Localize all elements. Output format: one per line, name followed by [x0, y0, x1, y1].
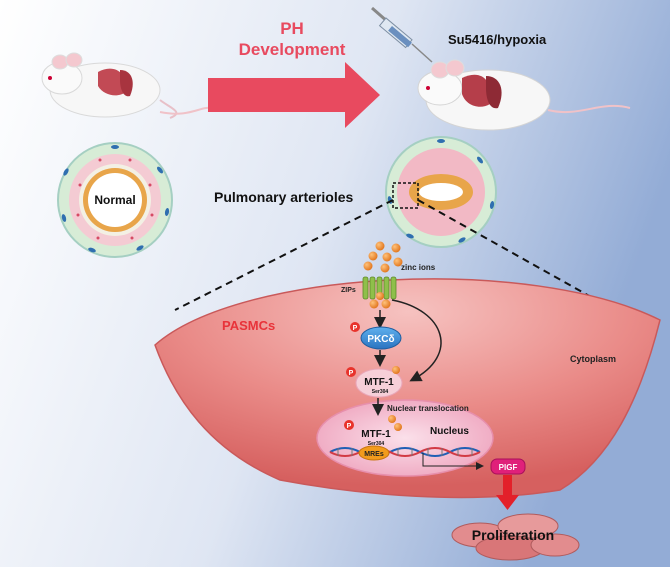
diseased-vessel-icon [385, 136, 497, 248]
cytoplasm-label: Cytoplasm [570, 354, 616, 364]
pkc-phospho-icon [350, 322, 360, 332]
zinc-ions-label: zinc ions [401, 263, 436, 272]
zips-label: ZIPs [341, 287, 356, 294]
proliferation-label: Proliferation [472, 527, 554, 543]
normal-vessel-label: Normal [94, 193, 135, 207]
ph-mouse-icon [417, 59, 631, 131]
arrow-title-line2: Development [239, 40, 346, 59]
mtf1-nucleus-zinc-icon-2 [394, 423, 402, 431]
mtf1-cytoplasm-label: MTF-1 [364, 377, 394, 388]
normal-mouse-icon [41, 52, 213, 119]
zoom-line-left [174, 199, 394, 311]
zinc-ions-icon [363, 241, 403, 273]
syringe-icon [371, 6, 433, 63]
mtf1-cytoplasm-phospho-label: P [349, 370, 354, 377]
pasmc-label: PASMCs [222, 318, 275, 333]
diseased-vessel-label: Pulmonary arterioles [214, 189, 353, 205]
mtf1-nucleus-label: MTF-1 [361, 429, 391, 440]
mtf1-cytoplasm-site: Ser304 [372, 389, 389, 395]
dna-helix-icon [329, 447, 481, 457]
proliferating-cells-icon [451, 513, 580, 561]
arrow-title-line1: PH [280, 19, 304, 38]
plgf-node [490, 458, 526, 475]
pkc-delta-node [360, 326, 402, 350]
ph-development-arrow [208, 62, 380, 128]
plgf-to-proliferation-arrow [496, 475, 519, 510]
mres-badge [358, 445, 390, 461]
mtf1-cytoplasm-zinc-icon [392, 366, 400, 374]
mres-label: MREs [364, 451, 384, 458]
zip-transporter-icon [362, 276, 397, 300]
zinc-ions-inside-icon [369, 292, 391, 309]
mtf1-nucleus-site: Ser304 [368, 441, 385, 447]
mtf1-nucleus-zinc-icon-1 [388, 415, 396, 423]
nuclear-translocation-label: Nuclear translocation [387, 404, 469, 413]
mtf1-cytoplasm-phospho-icon [346, 367, 356, 377]
arrow-to-plgf [422, 453, 484, 470]
plgf-label: PlGF [499, 463, 518, 472]
normal-vessel-icon [57, 142, 173, 258]
mtf1-nucleus-phospho-icon [344, 420, 354, 430]
pkc-delta-label: PKCδ [367, 334, 394, 345]
treatment-label: Su5416/hypoxia [448, 32, 547, 47]
mtf1-cytoplasm-node [355, 368, 403, 398]
arrow-zip-to-mtf [391, 299, 442, 382]
nucleus-label: Nucleus [430, 426, 469, 437]
pkc-phospho-label: P [353, 325, 358, 332]
mtf1-nucleus-phospho-label: P [347, 423, 352, 430]
